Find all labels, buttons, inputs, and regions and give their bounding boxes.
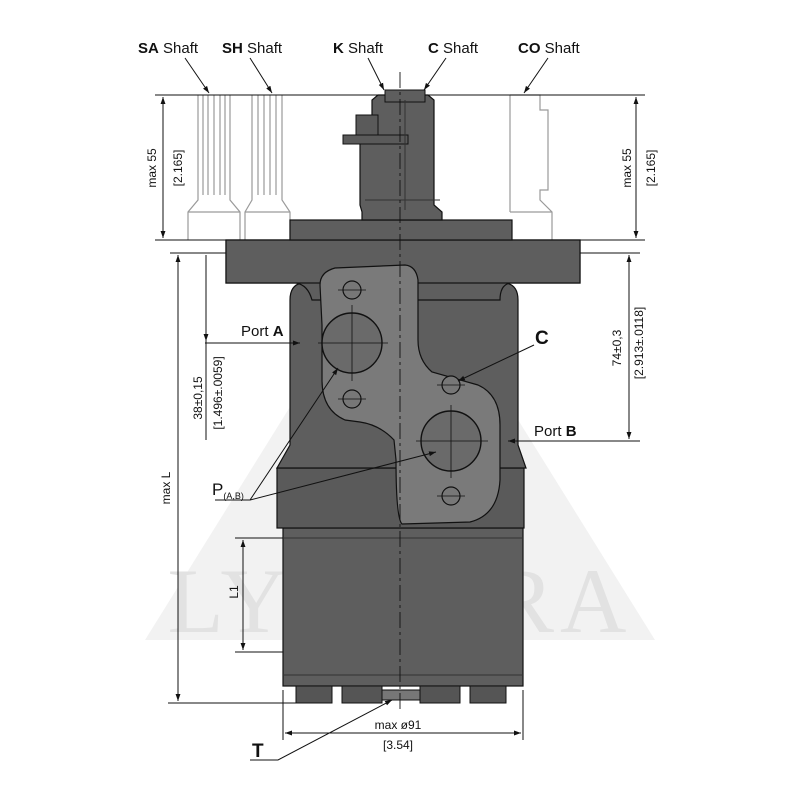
- motor-body: [225, 72, 581, 712]
- co-shaft-label: CO Shaft: [518, 40, 581, 57]
- shaft-labels: SA Shaft SH Shaft K Shaft C Shaft CO Sha…: [138, 40, 581, 57]
- dim-L1-text: L1: [227, 585, 241, 599]
- co-shaft-outline: [510, 94, 553, 240]
- dim-max55-right-text: max 55: [620, 148, 634, 188]
- sa-shaft-outline: [187, 95, 241, 240]
- p-ab-label: P(A,B): [212, 480, 244, 501]
- shaft-nut: [355, 114, 379, 136]
- c-leader: [457, 344, 535, 382]
- label-leaders: [215, 340, 580, 761]
- t-leader: [250, 699, 393, 761]
- sa-shaft-label: SA Shaft: [138, 40, 199, 57]
- center-marks: [318, 289, 488, 497]
- sh-shaft-splines: [257, 95, 277, 195]
- dim-74-inch: [2.913±.0118]: [632, 307, 646, 379]
- t-port-label: T: [252, 741, 264, 762]
- k-shaft-label: K Shaft: [333, 40, 384, 57]
- port-a-label: Port A: [241, 323, 284, 340]
- bottom-bolts: [295, 685, 507, 704]
- k-shaft: [342, 89, 443, 221]
- dim-max55-right-inch: [2.165]: [644, 150, 658, 187]
- sa-shaft-splines: [202, 95, 226, 195]
- dim-dia91-inch: [3.54]: [383, 738, 413, 752]
- dim-38-text: 38±0,15: [191, 376, 205, 420]
- dim-max55-left-inch: [2.165]: [171, 150, 185, 187]
- pilot-boss: [289, 219, 513, 241]
- dim-dia91-text: max ø91: [375, 718, 422, 732]
- shaft-leaders: [184, 57, 549, 94]
- sh-shaft-label: SH Shaft: [222, 40, 283, 57]
- gerotor-housing: [282, 527, 524, 687]
- dim-max55-left-text: max 55: [145, 148, 159, 188]
- p-leader-b: [249, 451, 437, 501]
- dim-maxL-text: max L: [159, 471, 173, 504]
- dim-74-text: 74±0,3: [610, 329, 624, 366]
- dimension-lines: [160, 97, 639, 740]
- dimension-texts: max 55 [2.165] max 55 [2.165] 38±0,15 [1…: [145, 148, 658, 752]
- callout-labels: Port A Port B C P(A,B) T: [212, 323, 577, 762]
- c-shaft-label: C Shaft: [428, 40, 479, 57]
- port-b-label: Port B: [534, 423, 577, 440]
- dim-38-inch: [1.496±.0059]: [211, 356, 225, 429]
- ghost-shafts: [187, 94, 553, 240]
- c-port-label: C: [535, 328, 549, 349]
- shaft-washer: [342, 134, 409, 145]
- sh-shaft-outline: [244, 95, 291, 240]
